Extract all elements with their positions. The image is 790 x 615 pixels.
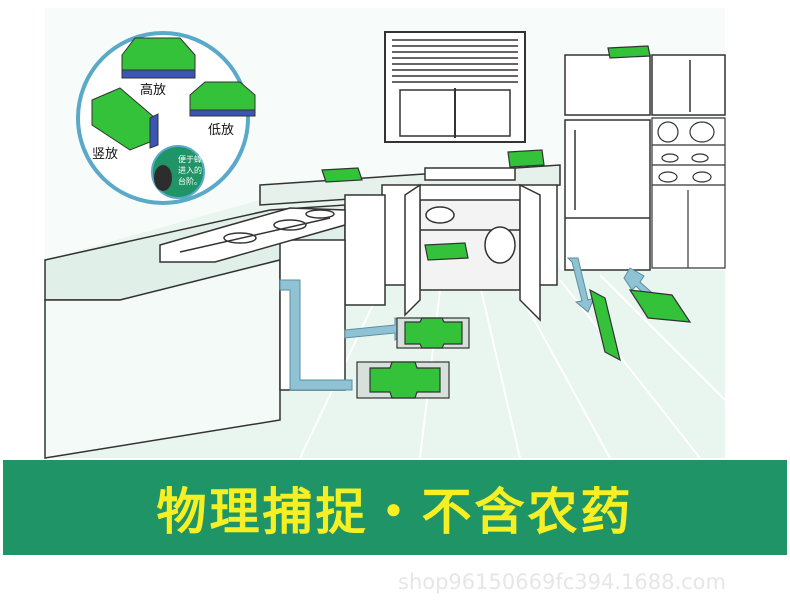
trap-back (628, 289, 692, 323)
kitchen-illustration: 高放 低放 竖放 便于蟑螂 进入的 台阶。 (44, 8, 726, 459)
refrigerator (564, 119, 651, 271)
vertical-placement-icon (91, 87, 159, 151)
slogan-banner: 物理捕捉・不含农药 (3, 460, 787, 555)
label-high: 高放 (140, 82, 166, 98)
trap-sink (507, 149, 545, 168)
trap-front (369, 361, 441, 399)
cabinet-doors (404, 183, 541, 322)
floor-traps (321, 45, 692, 399)
note-line-1: 便于蟑螂 (178, 154, 210, 164)
note-line-3: 台阶。 (178, 176, 202, 186)
label-low: 低放 (208, 123, 234, 138)
label-vertical: 竖放 (92, 147, 118, 162)
placement-inset: 高放 低放 竖放 便于蟑螂 进入的 台阶。 (76, 31, 256, 205)
stove (159, 207, 346, 263)
window (384, 31, 526, 143)
dish-shelves (651, 117, 726, 269)
cockroach-icon (154, 165, 172, 191)
high-placement-icon (121, 37, 196, 79)
shop-watermark: shop96150669fc394.1688.com (398, 570, 726, 594)
trap-cabinet (424, 242, 469, 261)
low-placement-icon (189, 81, 256, 117)
cockroach-detail: 便于蟑螂 进入的 台阶。 (151, 145, 210, 199)
floor-planks (299, 274, 726, 459)
direction-arrows (279, 257, 661, 391)
trap-counter (321, 167, 363, 183)
slogan-text: 物理捕捉・不含农药 (156, 482, 634, 541)
trap-middle (404, 317, 463, 349)
upper-cabinets (564, 54, 726, 116)
trap-vertical (589, 288, 621, 362)
trap-top (607, 45, 651, 59)
note-line-2: 进入的 (178, 165, 202, 175)
